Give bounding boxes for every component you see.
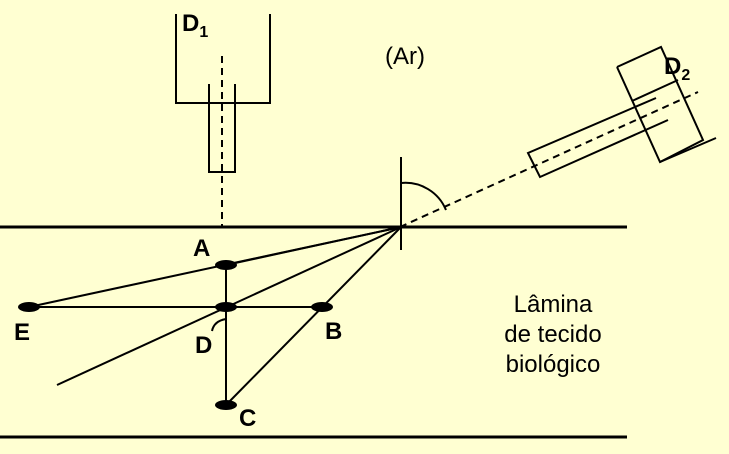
detector-d2-label: D2: [664, 53, 690, 84]
detector-d2-letter: D: [664, 53, 682, 80]
detector-d1-tube: [208, 84, 236, 173]
detector-d2-tube: [526, 97, 669, 179]
angle-arc: [400, 181, 447, 211]
point-c-marker: [215, 400, 237, 410]
point-d-label: D: [195, 332, 213, 359]
point-a-label: A: [193, 235, 211, 262]
point-c-label: C: [239, 405, 257, 432]
detector-d1-housing: [175, 14, 271, 104]
point-b-label: B: [325, 318, 343, 345]
tissue-label-line1: Lâmina: [513, 291, 593, 318]
rays: [28, 226, 402, 406]
detector-d2-index: 2: [681, 67, 691, 84]
tissue-label: Lâmina de tecido biológico: [478, 290, 628, 380]
point-b-marker: [311, 302, 333, 312]
exit-point-geometry: [400, 157, 447, 250]
detector-d2-bracket-b: [631, 79, 679, 102]
point-a-marker: [215, 260, 237, 270]
tissue-label-line2: de tecido: [504, 321, 602, 348]
small-arc-d: [211, 318, 227, 332]
detector-d1: [175, 14, 271, 227]
point-e-label: E: [14, 319, 31, 346]
point-d-marker: [215, 302, 237, 312]
detector-d2-axis: [399, 91, 699, 228]
ray-a: [225, 226, 402, 266]
detector-d1-index: 1: [199, 24, 209, 41]
detector-d2-bracket-a: [659, 137, 717, 163]
detector-d1-label: D1: [182, 10, 208, 41]
ray-c: [225, 226, 402, 406]
detector-d1-letter: D: [182, 10, 200, 37]
tissue-label-line3: biológico: [505, 351, 601, 378]
point-e-marker: [18, 302, 40, 312]
detector-d2: [399, 45, 717, 228]
points: [18, 260, 333, 410]
medium-label: (Ar): [385, 43, 425, 70]
